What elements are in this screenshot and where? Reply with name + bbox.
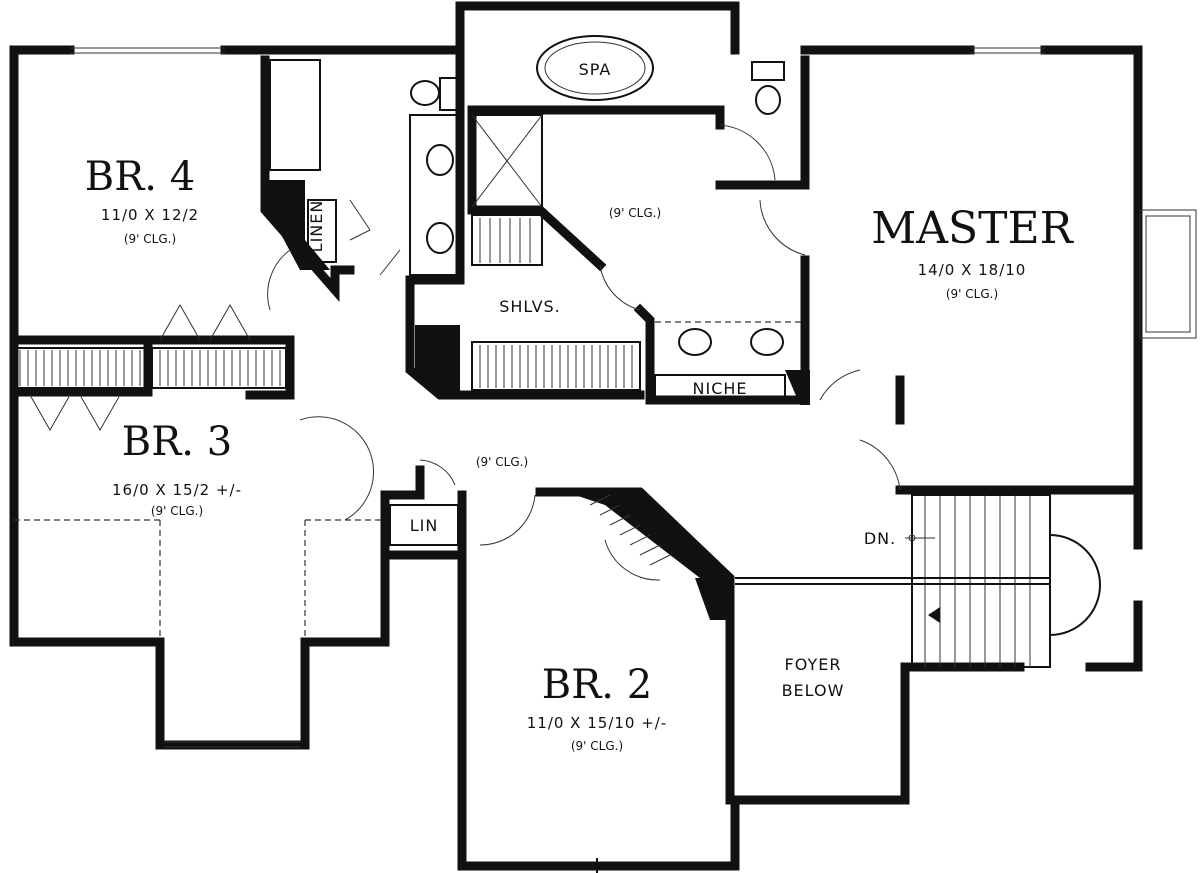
br3-ceiling: (9' CLG.) [151,504,203,518]
closet-shelves [13,214,641,391]
interior-walls [9,45,1143,805]
br2-name: BR. 2 [542,662,652,708]
toilet [410,80,440,106]
spa-label: SPA [579,60,612,79]
shower [471,114,543,208]
linen-closet [389,504,459,546]
br2-ceiling: (9' CLG.) [571,739,623,753]
chases [268,180,810,620]
niche [654,374,786,401]
linen-shelf [307,199,337,263]
br4-name: BR. 4 [85,154,195,200]
vanity [409,114,461,276]
linen-label: LINEN [307,200,326,253]
master-ceiling: (9' CLG.) [946,287,998,301]
shelves-label: SHLVS. [499,297,561,316]
staircase [575,494,1101,668]
hall-ceiling: (9' CLG.) [476,455,528,469]
niche-label: NICHE [693,379,748,398]
spa-tub [536,35,654,101]
br3-name: BR. 3 [122,419,232,465]
master-bath-ceiling: (9' CLG.) [609,206,661,220]
foyer-label-line1: FOYER [785,655,842,674]
toilet [755,85,781,115]
fixtures [269,35,805,546]
windows [70,47,1197,873]
lin-label: LIN [410,516,439,535]
br3-size: 16/0 X 15/2 +/- [112,481,242,499]
down-label: DN. [864,529,896,548]
br4-ceiling: (9' CLG.) [124,232,176,246]
bathtub [269,59,321,171]
doors [29,124,901,581]
foyer-label-line2: BELOW [782,681,845,700]
exterior-walls [9,1,1143,871]
master-name: MASTER [871,203,1074,254]
ceiling-lines [14,519,385,640]
br2-size: 11/0 X 15/10 +/- [527,714,668,732]
master-size: 14/0 X 18/10 [918,261,1027,279]
br4-size: 11/0 X 12/2 [101,206,199,224]
